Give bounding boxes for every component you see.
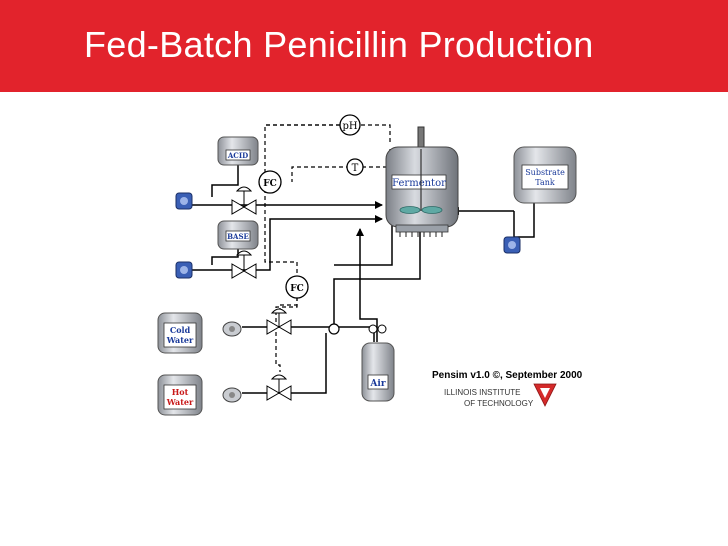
base-label: BASE [227,232,249,241]
process-lines [188,162,535,394]
hot-water-valve-icon [266,374,292,401]
iit-line-2: OF TECHNOLOGY [464,399,534,408]
title-bar: Fed-Batch Penicillin Production [0,0,728,92]
air-label: Air [369,379,385,389]
fc-controller-top: FC [258,170,282,194]
ph-label: pH [342,121,357,132]
cold-water-pump-icon [222,321,242,337]
acid-label: ACID [227,151,248,160]
base-pump-icon [175,261,193,279]
acid-tank: ACID [217,136,259,166]
acid-pump-icon [175,192,193,210]
signal-lines [264,124,391,372]
acid-valve-icon [231,186,257,215]
air-cylinder: Air [361,324,395,402]
ph-indicator: pH [339,114,361,136]
temperature-indicator: T [346,158,364,176]
process-flow-diagram: pH T ACID BASE [157,114,583,416]
pensim-credit: Pensim v1.0 ©, September 2000 [432,370,583,381]
substrate-label-1: Substrate [525,168,565,177]
slide-title: Fed-Batch Penicillin Production [84,24,594,65]
temp-label: T [352,163,359,174]
fermentor-vessel: Fermentor [385,126,459,237]
cold-label-1: Cold [170,325,191,335]
substrate-label-2: Tank [535,178,555,187]
cold-label-2: Water [166,335,194,345]
cold-water-valve-icon [266,308,292,335]
iit-logo: ILLINOIS INSTITUTE OF TECHNOLOGY [444,383,557,408]
hot-label-2: Water [166,397,194,407]
iit-line-1: ILLINOIS INSTITUTE [444,388,520,397]
base-valve-icon [231,250,257,279]
hot-label-1: Hot [172,387,189,397]
fc-top-label: FC [263,179,277,189]
substrate-tank: Substrate Tank [513,146,577,204]
hot-water-tank: Hot Water [157,374,203,416]
mixing-junction [328,323,340,335]
fc-bottom-label: FC [290,284,304,294]
fermentor-label: Fermentor [392,178,446,189]
fc-controller-bottom: FC [285,275,309,299]
hot-water-pump-icon [222,387,242,403]
base-tank: BASE [217,220,259,250]
cold-water-tank: Cold Water [157,312,203,354]
substrate-pump-icon [503,236,521,254]
